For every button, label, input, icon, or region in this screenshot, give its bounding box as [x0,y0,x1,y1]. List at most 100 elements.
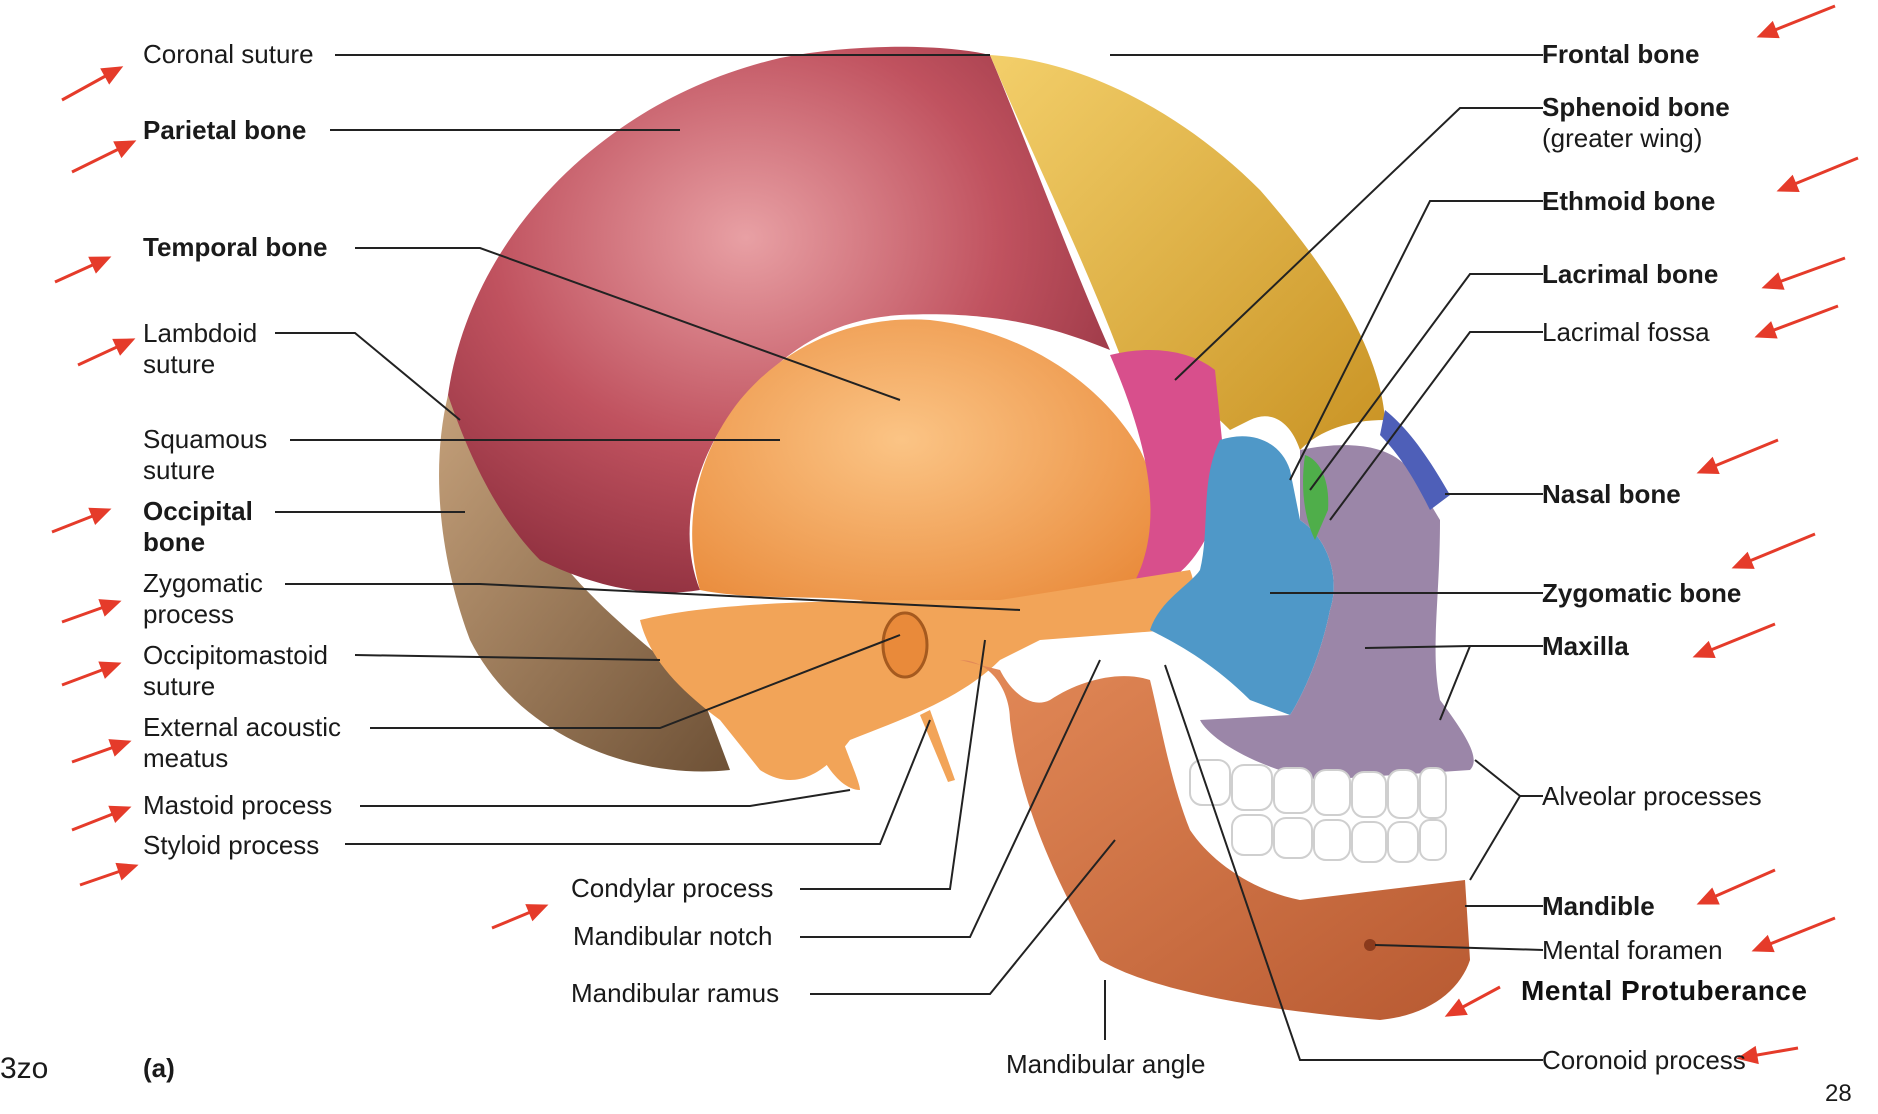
label-text: Mandibular notch [573,921,773,951]
red-arrow-head [1696,456,1720,474]
label-text: Nasal bone [1542,479,1681,509]
label-text-line2: suture [143,455,216,485]
sphenoid-region [1110,350,1225,590]
red-arrow-head [98,599,122,617]
red-arrow-head [1692,640,1716,659]
label-text: External acoustic [143,712,341,742]
red-arrow-head [1731,551,1755,569]
label-lacrimal-bone: Lacrimal bone [1542,259,1718,290]
label-text: Frontal bone [1542,39,1700,69]
label-temporal-bone: Temporal bone [143,232,327,263]
label-text: Lacrimal fossa [1542,317,1710,347]
label-text: Condylar process [571,873,774,903]
page-number: 28 [1825,1080,1852,1107]
label-text: Mandibular angle [1006,1049,1206,1079]
label-coronoid-process: Coronoid process [1542,1045,1746,1076]
label-text-line2: suture [143,349,216,379]
red-arrow-head [112,338,136,356]
styloid [920,710,955,782]
red-arrow-head [88,256,112,274]
red-arrow-head [108,805,132,824]
label-text: Mandibular ramus [571,978,780,1008]
label-frontal-bone: Frontal bone [1542,39,1699,70]
label-mental-protuberance: Mental Protuberance [1521,975,1808,1006]
label-text: Occipital [143,496,253,526]
label-zygomatic-bone: Zygomatic bone [1542,578,1741,609]
label-mandibular-angle: Mandibular angle [1006,1049,1205,1080]
leader-lines [275,54,1544,1061]
temporal-lower [640,570,1194,780]
label-sphenoid-bone: Sphenoid bone(greater wing) [1542,92,1730,154]
red-arrow-head [1751,934,1775,953]
label-mandibular-ramus: Mandibular ramus [571,978,779,1009]
label-text: Mandible [1542,891,1655,921]
label-parietal-bone: Parietal bone [143,115,306,146]
label-text: Temporal bone [143,232,328,262]
red-arrow-head [108,739,132,757]
red-arrow-head [1736,1045,1759,1065]
label-text: Coronal suture [143,39,314,69]
label-mastoid-process: Mastoid process [143,790,332,821]
label-styloid-process: Styloid process [143,830,319,861]
label-text: Squamous [143,424,268,454]
label-ethmoid-bone: Ethmoid bone [1542,186,1715,217]
teeth [1189,759,1447,863]
label-nasal-bone: Nasal bone [1542,479,1681,510]
label-alveolar-processes: Alveolar processes [1542,781,1762,812]
red-arrow-head [525,904,549,922]
label-text: Zygomatic [143,568,263,598]
temporal-region [692,319,1159,621]
label-text: Maxilla [1542,631,1629,661]
red-arrow-head [100,66,124,85]
label-text-line2: (greater wing) [1542,123,1703,153]
parietal-region [448,46,1110,593]
label-mandibular-notch: Mandibular notch [573,921,772,952]
red-arrow-head [1696,887,1720,905]
label-text-line2: process [143,599,235,629]
red-arrow-head [1754,321,1778,339]
label-text: Parietal bone [143,115,307,145]
nasal-region [1380,410,1450,510]
label-mental-foramen: Mental foramen [1542,935,1723,966]
label-text: Mastoid process [143,790,333,820]
label-text: Occipitomastoid [143,640,328,670]
label-lacrimal-fossa: Lacrimal fossa [1542,317,1710,348]
frontal-region [990,55,1385,450]
label-text-line2: bone [143,527,206,557]
red-arrow-head [1756,20,1780,39]
annotation-arrows [51,4,1859,1065]
label-text: Ethmoid bone [1542,186,1716,216]
red-arrow-head [88,507,112,526]
mental-foramen-dot [1364,939,1376,951]
label-text: Alveolar processes [1542,781,1762,811]
label-coronal-suture: Coronal suture [143,39,314,70]
label-maxilla: Maxilla [1542,631,1629,662]
zygomatic-region [1150,436,1334,715]
label-text-line2: meatus [143,743,229,773]
label-text: Sphenoid bone [1542,92,1730,122]
label-text: Mental foramen [1542,935,1723,965]
ear-canal [881,611,929,679]
red-arrow-head [115,862,139,881]
label-text: Zygomatic bone [1542,578,1742,608]
label-condylar-process: Condylar process [571,873,773,904]
label-text: Coronoid process [1542,1045,1746,1075]
label-text-line2: suture [143,671,216,701]
corner-text: 3zo [0,1052,49,1085]
red-arrow-head [113,140,137,159]
red-arrow-head [1444,998,1468,1017]
figure-letter: (a) [143,1053,175,1083]
red-arrow-head [98,661,122,679]
mastoid [810,700,860,790]
mandible-region [960,660,1470,1020]
ethmoid-region [1303,455,1329,540]
label-text: Lambdoid [143,318,258,348]
